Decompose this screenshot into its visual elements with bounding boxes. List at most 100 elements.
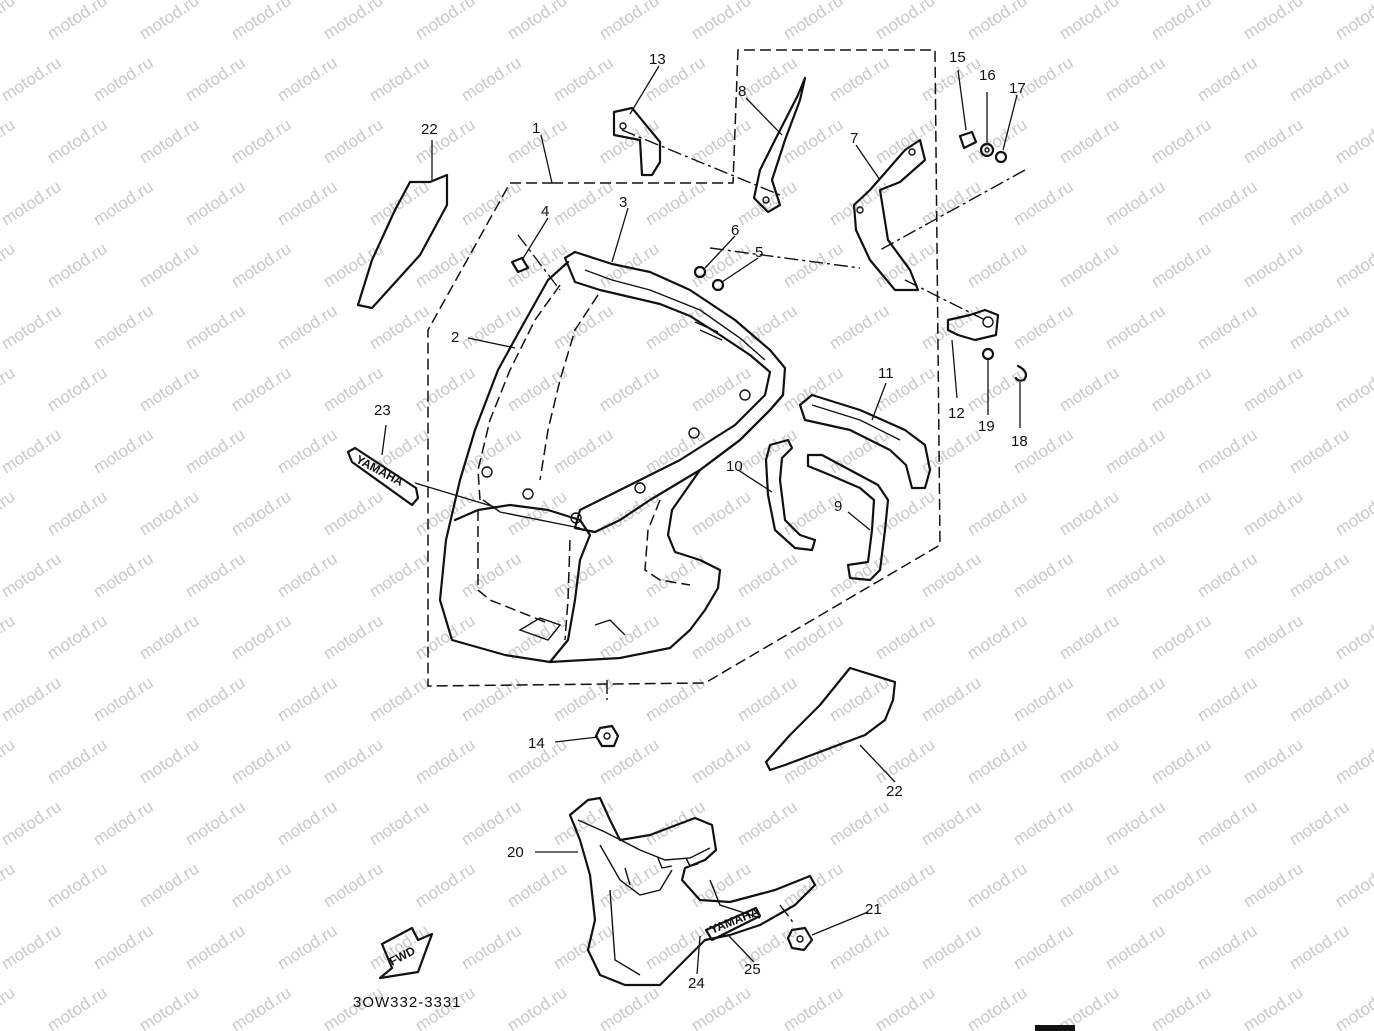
watermark-text: motod.ru <box>0 487 18 539</box>
watermark-text: motod.ru <box>228 115 295 167</box>
watermark-text: motod.ru <box>1056 735 1123 787</box>
watermark-text: motod.ru <box>228 611 295 663</box>
watermark-text: motod.ru <box>826 673 893 725</box>
watermark-text: motod.ru <box>688 239 755 291</box>
watermark-text: motod.ru <box>228 487 295 539</box>
watermark-text: motod.ru <box>550 425 617 477</box>
assembly-lines <box>517 129 1026 926</box>
watermark-text: motod.ru <box>1056 487 1123 539</box>
watermark-text: motod.ru <box>780 115 847 167</box>
callouts: 22 1 13 8 7 15 16 17 3 4 6 5 2 11 23 12 … <box>374 49 1028 992</box>
watermark-text: motod.ru <box>412 0 479 43</box>
watermark-text: motod.ru <box>1194 301 1261 353</box>
bolt-21 <box>786 926 814 952</box>
bolt-4 <box>510 256 530 274</box>
clip-18 <box>1014 364 1028 382</box>
callout-18: 18 <box>1011 433 1028 450</box>
nut-5 <box>711 278 725 292</box>
callout-24: 24 <box>688 975 705 992</box>
watermark-text: motod.ru <box>1102 797 1169 849</box>
watermark-text: motod.ru <box>1286 673 1353 725</box>
watermark-text: motod.ru <box>1102 301 1169 353</box>
watermark-text: motod.ru <box>366 673 433 725</box>
seal-9 <box>806 453 890 582</box>
watermark-text: motod.ru <box>1148 363 1215 415</box>
callout-14: 14 <box>528 735 545 752</box>
watermark-text: motod.ru <box>1194 673 1261 725</box>
watermark-text: motod.ru <box>688 859 755 911</box>
watermark-text: motod.ru <box>918 177 985 229</box>
watermark-text: motod.ru <box>688 363 755 415</box>
callout-13: 13 <box>649 51 666 68</box>
grommet-14 <box>594 724 620 748</box>
watermark-text: motod.ru <box>1194 797 1261 849</box>
watermark-text: motod.ru <box>320 115 387 167</box>
watermark-text: motod.ru <box>780 735 847 787</box>
watermark-text: motod.ru <box>550 177 617 229</box>
watermark-text: motod.ru <box>596 983 663 1031</box>
watermark-text: motod.ru <box>228 859 295 911</box>
watermark-text: motod.ru <box>228 239 295 291</box>
watermark-text: motod.ru <box>1148 611 1215 663</box>
watermark-text: motod.ru <box>1240 611 1307 663</box>
watermark-text: motod.ru <box>1240 0 1307 43</box>
callout-25: 25 <box>744 961 761 978</box>
watermark-text: motod.ru <box>0 239 18 291</box>
assembly-boundary <box>427 49 941 687</box>
callout-10: 10 <box>726 458 743 475</box>
watermark-text: motod.ru <box>642 673 709 725</box>
watermark-text: motod.ru <box>1102 921 1169 973</box>
watermark-text: motod.ru <box>1148 983 1215 1031</box>
watermark-text: motod.ru <box>228 0 295 43</box>
watermark-text: motod.ru <box>274 425 341 477</box>
stay-8 <box>752 76 807 214</box>
watermark-text: motod.ru <box>274 921 341 973</box>
seal-10 <box>764 438 817 552</box>
watermark-text: motod.ru <box>366 549 433 601</box>
watermark-text: motod.ru <box>274 177 341 229</box>
watermark-text: motod.ru <box>964 859 1031 911</box>
watermark-text: motod.ru <box>412 859 479 911</box>
watermark-text: motod.ru <box>0 177 64 229</box>
watermark-text: motod.ru <box>504 859 571 911</box>
callout-3: 3 <box>619 194 627 211</box>
watermark-text: motod.ru <box>504 363 571 415</box>
watermark-text: motod.ru <box>366 53 433 105</box>
watermark-text: motod.ru <box>458 177 525 229</box>
watermark-text: motod.ru <box>1286 797 1353 849</box>
watermark-text: motod.ru <box>458 549 525 601</box>
watermark-text: motod.ru <box>136 611 203 663</box>
watermark-text: motod.ru <box>1102 53 1169 105</box>
callout-9: 9 <box>834 498 842 515</box>
watermark-text: motod.ru <box>550 301 617 353</box>
watermark-text: motod.ru <box>1010 673 1077 725</box>
watermark-text: motod.ru <box>0 673 64 725</box>
watermark-text: motod.ru <box>90 797 157 849</box>
watermark-text: motod.ru <box>136 0 203 43</box>
watermark-text: motod.ru <box>918 673 985 725</box>
side-panel-lower <box>764 666 897 772</box>
watermark-text: motod.ru <box>504 983 571 1031</box>
watermark-text: motod.ru <box>1102 425 1169 477</box>
callout-6: 6 <box>731 222 739 239</box>
watermark-text: motod.ru <box>1240 983 1307 1031</box>
callout-8: 8 <box>738 83 746 100</box>
watermark-text: motod.ru <box>964 611 1031 663</box>
corner-mark <box>1035 1025 1075 1031</box>
nut-6 <box>693 265 707 279</box>
watermark-text: motod.ru <box>1194 549 1261 601</box>
bracket-7 <box>852 138 927 292</box>
watermark-text: motod.ru <box>872 735 939 787</box>
watermark-text: motod.ru <box>688 115 755 167</box>
watermark-text: motod.ru <box>596 735 663 787</box>
callout-21: 21 <box>865 901 882 918</box>
watermark-text: motod.ru <box>136 239 203 291</box>
watermark-text: motod.ru <box>320 487 387 539</box>
watermark-text: motod.ru <box>366 797 433 849</box>
watermark-text: motod.ru <box>182 301 249 353</box>
watermark-text: motod.ru <box>320 611 387 663</box>
watermark-text: motod.ru <box>550 921 617 973</box>
watermark-text: motod.ru <box>136 859 203 911</box>
watermark-text: motod.ru <box>0 115 18 167</box>
